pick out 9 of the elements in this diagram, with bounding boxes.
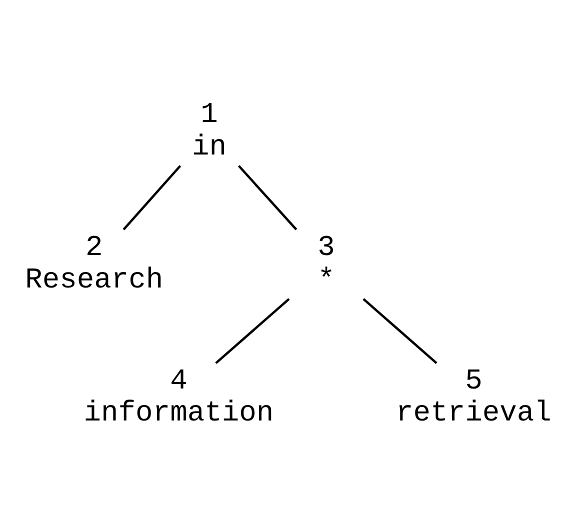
node-text: 5 retrieval (396, 364, 552, 430)
node-text: 2 Research (25, 231, 164, 297)
node-text: 3 * (318, 231, 335, 297)
connector (238, 165, 298, 230)
connector (215, 298, 290, 364)
connector (122, 165, 182, 230)
connector (362, 298, 438, 364)
node-text: 4 information (84, 364, 274, 430)
node-text: 1 in (192, 98, 227, 164)
